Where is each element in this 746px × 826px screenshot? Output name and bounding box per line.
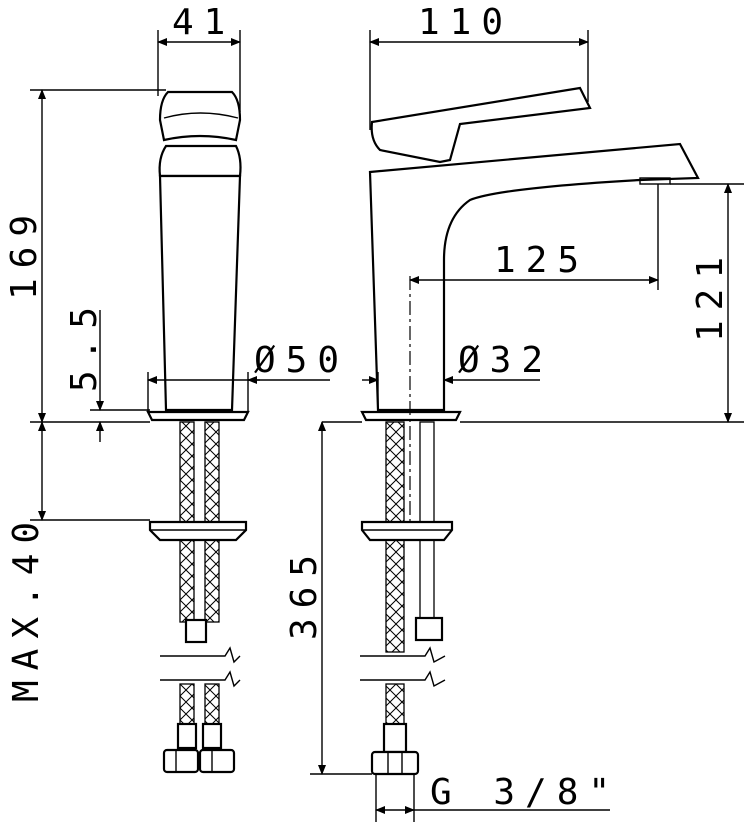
side-spout bbox=[368, 142, 700, 412]
dim-110-label: 110 bbox=[418, 2, 513, 43]
side-mounting-nut bbox=[360, 520, 454, 542]
dim-125-label: 125 bbox=[494, 240, 589, 281]
dim-41-label: 41 bbox=[172, 2, 235, 43]
front-handle bbox=[158, 90, 242, 142]
front-body bbox=[158, 174, 242, 412]
side-fitting bbox=[370, 750, 420, 776]
dim-5-5-label: 5.5 bbox=[64, 297, 105, 392]
dim-max-40-label: MAX.40 bbox=[6, 512, 47, 702]
dim-121-label: 121 bbox=[690, 247, 731, 342]
front-fitting-left bbox=[162, 748, 200, 774]
dim-169-label: 169 bbox=[4, 205, 45, 300]
front-view bbox=[146, 90, 250, 774]
front-mounting-nut bbox=[148, 520, 248, 542]
front-base bbox=[146, 410, 250, 422]
dimension-labels: 41 110 169 5.5 MAX.40 Ø50 Ø32 125 121 36… bbox=[4, 2, 731, 813]
side-lever bbox=[370, 86, 592, 164]
dim-phi50-label: Ø50 bbox=[254, 340, 349, 381]
dim-thread-label: G 3/8" bbox=[430, 772, 620, 813]
dim-phi32-label: Ø32 bbox=[458, 340, 553, 381]
side-view bbox=[360, 86, 700, 776]
dim-365-label: 365 bbox=[284, 545, 325, 640]
dimension-lines bbox=[30, 30, 744, 822]
front-fitting-right bbox=[198, 748, 236, 774]
side-base bbox=[360, 410, 462, 422]
